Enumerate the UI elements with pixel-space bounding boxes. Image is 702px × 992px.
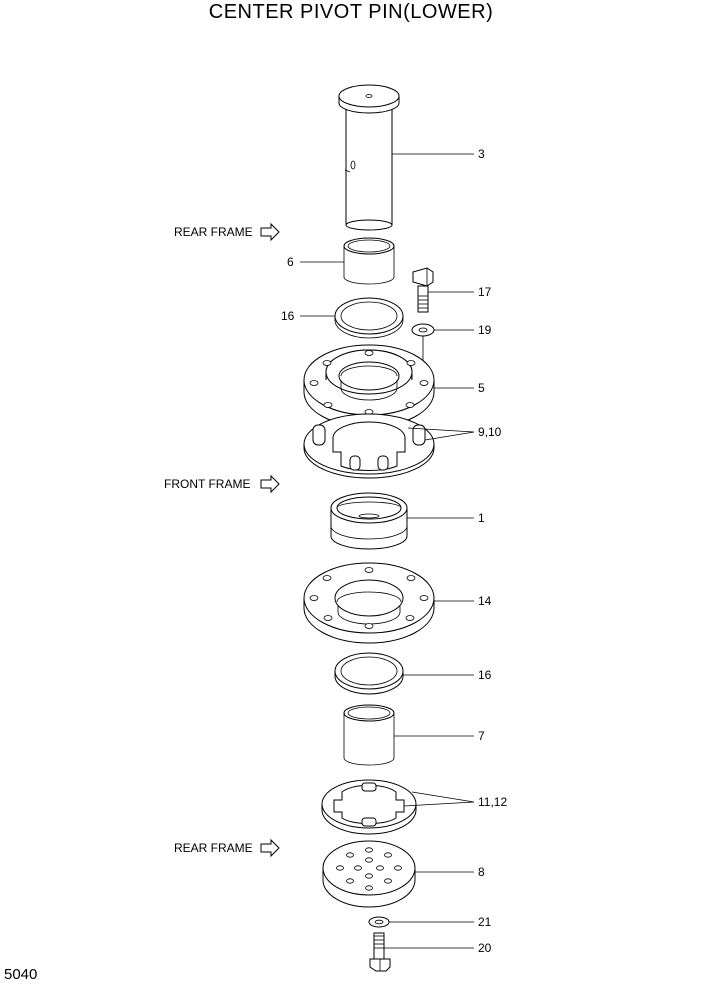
rear-frame-arrow-icon — [260, 222, 280, 242]
page-title: CENTER PIVOT PIN(LOWER) — [208, 1, 494, 23]
callout-bushing-bottom: 7 — [478, 729, 485, 743]
callout-washer-bottom: 21 — [478, 915, 492, 929]
lower-bolt-part — [369, 932, 391, 972]
upper-shim-ring-part — [334, 297, 404, 339]
upper-washer-part — [411, 323, 435, 337]
page-number: 5040 — [4, 966, 38, 983]
callout-housing: 5 — [478, 381, 485, 395]
callout-bearing: 1 — [478, 511, 485, 525]
leader-line-shim-pack-bottom — [403, 791, 475, 807]
callout-pin: 3 — [478, 147, 485, 161]
lower-shim-ring-part — [334, 652, 404, 695]
callout-washer-top: 19 — [478, 323, 492, 337]
callout-shim-pack-bottom: 11,12 — [478, 795, 507, 809]
frame-label-rear-bottom: REAR FRAME — [174, 841, 253, 855]
callout-shim-pack-top: 9,10 — [478, 425, 502, 439]
lower-bushing-part — [343, 704, 395, 766]
pivot-pin-part — [338, 84, 400, 231]
callout-plate: 8 — [478, 865, 485, 879]
upper-bushing-part — [343, 237, 395, 285]
rear-frame-arrow-bottom-icon — [260, 838, 280, 858]
callout-shim-top: 16 — [281, 309, 295, 323]
end-plate-part — [322, 840, 416, 908]
callout-shim-bottom: 16 — [478, 668, 492, 682]
leader-line-shim-pack-top — [407, 427, 475, 441]
housing-flange-part — [303, 344, 435, 428]
lower-washer-part — [368, 916, 390, 928]
spherical-bearing-part — [330, 492, 408, 550]
upper-bolt-part — [412, 267, 434, 313]
callout-bolt-bottom: 20 — [478, 941, 492, 955]
frame-label-front: FRONT FRAME — [164, 477, 250, 491]
callout-retainer: 14 — [478, 594, 492, 608]
upper-shim-pack-part — [303, 413, 435, 479]
callout-bushing-top: 6 — [287, 255, 294, 269]
retainer-flange-part — [303, 562, 435, 644]
frame-label-rear-top: REAR FRAME — [174, 225, 253, 239]
front-frame-arrow-icon — [260, 474, 280, 494]
callout-bolt-top: 17 — [478, 285, 492, 299]
lower-shim-pack-part — [321, 779, 417, 835]
